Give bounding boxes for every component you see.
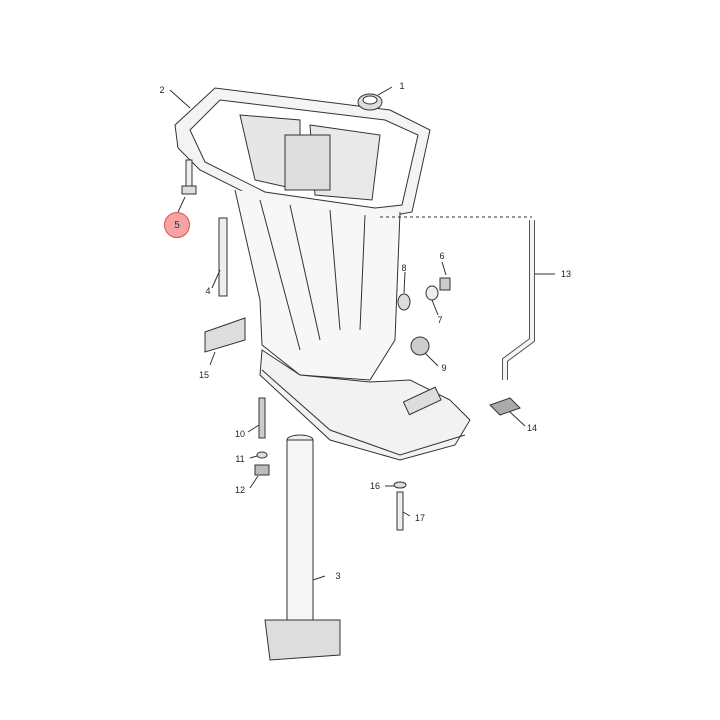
part-3-tube xyxy=(286,439,314,631)
callout-11[interactable]: 11 xyxy=(235,454,245,464)
part-7-washer xyxy=(425,285,439,301)
part-10-stud xyxy=(258,397,266,439)
callout-17[interactable]: 17 xyxy=(414,513,426,523)
callout-10[interactable]: 10 xyxy=(234,429,246,439)
part-9-seal xyxy=(410,336,430,356)
callout-8[interactable]: 8 xyxy=(401,263,407,273)
callout-5: 5 xyxy=(174,219,180,231)
callout-2[interactable]: 2 xyxy=(159,85,165,95)
part-14-grommet xyxy=(489,397,521,416)
ventilation-plate xyxy=(259,349,471,461)
part-16-washer xyxy=(393,481,407,489)
callout-7[interactable]: 7 xyxy=(437,315,443,325)
callout-1[interactable]: 1 xyxy=(399,81,405,91)
part-6-plug xyxy=(439,277,451,291)
part-4-stud xyxy=(218,217,228,297)
callout-12[interactable]: 12 xyxy=(234,485,246,495)
callout-15[interactable]: 15 xyxy=(198,370,210,380)
part-11-washer xyxy=(256,451,268,459)
part-17-bolt xyxy=(396,491,404,531)
part-5-bolt xyxy=(185,159,193,187)
part-8-washer xyxy=(397,293,411,311)
callout-3[interactable]: 3 xyxy=(335,571,341,581)
callout-5-highlighted[interactable]: 5 xyxy=(164,212,190,238)
part-3-base xyxy=(264,619,341,661)
callout-9[interactable]: 9 xyxy=(441,363,447,373)
part-15-pad xyxy=(204,317,246,353)
part-12-nut xyxy=(254,464,270,476)
callout-6[interactable]: 6 xyxy=(439,251,445,261)
callout-14[interactable]: 14 xyxy=(526,423,538,433)
callout-4[interactable]: 4 xyxy=(205,286,211,296)
callout-16[interactable]: 16 xyxy=(369,481,381,491)
housing-body xyxy=(234,189,401,381)
callout-13[interactable]: 13 xyxy=(560,269,572,279)
